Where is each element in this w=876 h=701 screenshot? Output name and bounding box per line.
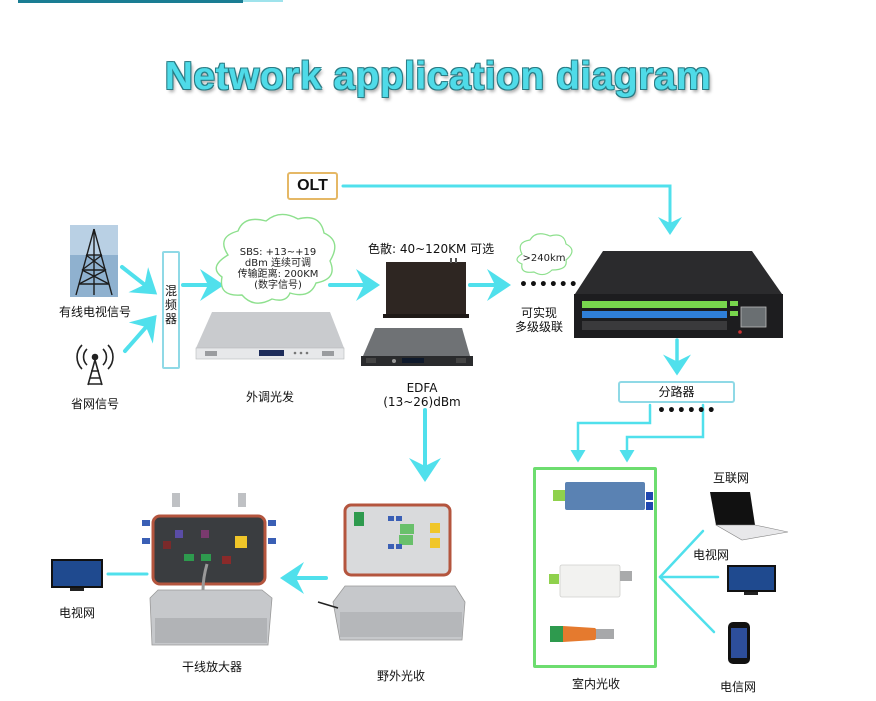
- indoor-receivers-group: [533, 467, 657, 668]
- indoor-receivers-label: 室内光收: [571, 677, 620, 691]
- indoor-receiver-blue-image: [553, 482, 653, 510]
- outdoor-receiver-image: [317, 503, 466, 641]
- cable-tv-signal-label: 有线电视信号: [58, 305, 131, 319]
- splitter-box: 分路器: [618, 381, 735, 403]
- amplifier-tv-label: 电视网: [58, 606, 95, 620]
- edfa-power-label: (13~26)dBm: [383, 395, 461, 409]
- provincial-signal-label: 省网信号: [70, 397, 119, 411]
- distance-cloud-text: >240km: [522, 253, 566, 264]
- arrow-splitter-to-indoor-1: [570, 403, 652, 463]
- cascade-label-2: 多级级联: [514, 320, 563, 334]
- cloud-line-distance: 传输距离: 200KM: [237, 269, 319, 280]
- arrow-splitter-to-indoor-2: [619, 403, 705, 463]
- olt-box: OLT: [287, 172, 338, 200]
- arrow-tower-to-mixer: [120, 265, 158, 295]
- transmitter-device-image: [195, 312, 345, 360]
- indoor-receiver-white-image: [549, 564, 632, 598]
- telecom-network-label: 电信网: [719, 680, 756, 694]
- cable-tv-tower-image: [70, 225, 118, 297]
- edfa-module-image: [383, 258, 469, 318]
- arrow-antenna-to-mixer: [123, 314, 157, 353]
- transmitter-label: 外调光发: [245, 390, 294, 404]
- tv-output-image: [51, 559, 103, 591]
- top-decor-bar: [18, 0, 243, 3]
- cloud-line-dbm: dBm 连续可调: [244, 258, 312, 269]
- line-indoor-to-laptop: [658, 529, 705, 579]
- smartphone-image: [728, 622, 750, 664]
- cloud-line-digital: (数字信号): [254, 280, 302, 291]
- tv-network-label: 电视网: [692, 548, 729, 562]
- internet-label: 互联网: [712, 471, 749, 485]
- edfa-rack-image: [361, 328, 473, 366]
- splitter-dots: ••••••: [657, 403, 717, 419]
- transmitter-spec-cloud: SBS: +13~+19 dBm 连续可调 传输距离: 200KM (数字信号): [233, 247, 323, 291]
- mixer-box: 混频器: [162, 251, 180, 369]
- dispersion-note: 色散: 40~120KM 可选: [368, 242, 495, 256]
- line-indoor-to-phone: [658, 575, 716, 634]
- cloud-line-sbs: SBS: +13~+19: [239, 247, 317, 258]
- laptop-image: [710, 492, 789, 541]
- antenna-icon: [76, 344, 114, 386]
- spec-cloud-shape: [215, 213, 336, 304]
- trunk-amplifier-image: [142, 493, 276, 646]
- edfa-label: EDFA: [406, 381, 438, 395]
- top-decor-bar-accent: [243, 0, 283, 2]
- outdoor-receiver-label: 野外光收: [376, 669, 425, 683]
- distance-cloud-shape: [516, 233, 573, 276]
- olt-rack-image: [574, 251, 783, 338]
- cascade-dots: ••••••: [519, 277, 579, 293]
- cascade-label-1: 可实现: [520, 306, 557, 320]
- tv-image: [727, 565, 776, 595]
- trunk-amplifier-label: 干线放大器: [181, 660, 242, 674]
- indoor-receiver-orange-image: [550, 626, 614, 642]
- diagram-title: Network application diagram: [164, 55, 712, 98]
- arrow-olt-to-rack: [341, 184, 682, 235]
